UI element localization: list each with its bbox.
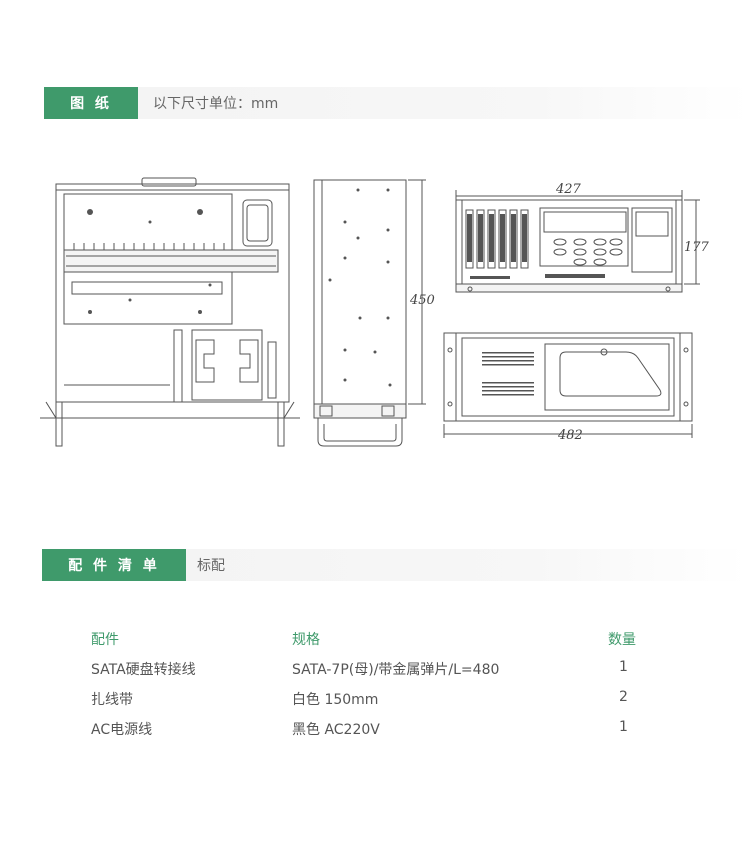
- row-part: 扎线带: [91, 692, 133, 708]
- top-view-drawing: [40, 177, 300, 447]
- rear-view-drawing: 482: [443, 332, 693, 443]
- drawing-section-note: 以下尺寸单位：mm: [153, 96, 279, 112]
- row-qty: 1: [619, 719, 628, 735]
- row-spec: 白色 150mm: [292, 692, 379, 708]
- drawing-section-title: 图 纸: [44, 87, 138, 119]
- width-outer-dimension-label: 482: [557, 428, 583, 443]
- parts-section-header: 配 件 清 单 标配: [42, 549, 748, 581]
- header-part: 配件: [91, 632, 119, 648]
- drawing-section-header: 图 纸 以下尺寸单位：mm: [44, 87, 750, 119]
- row-qty: 2: [619, 689, 628, 705]
- row-qty: 1: [619, 659, 628, 675]
- row-spec: 黑色 AC220V: [292, 722, 380, 738]
- side-view-drawing: 450: [313, 179, 435, 447]
- depth-dimension-label: 450: [409, 293, 435, 308]
- width-inner-dimension-label: 427: [555, 182, 582, 197]
- height-dimension-label: 177: [684, 240, 710, 255]
- parts-section-note: 标配: [197, 558, 225, 574]
- parts-section-title: 配 件 清 单: [42, 549, 186, 581]
- front-view-drawing: 427: [455, 182, 710, 293]
- header-spec: 规格: [292, 632, 320, 648]
- row-part: SATA硬盘转接线: [91, 662, 196, 678]
- row-spec: SATA-7P(母)/带金属弹片/L=480: [292, 662, 500, 678]
- row-part: AC电源线: [91, 722, 153, 738]
- header-qty: 数量: [608, 632, 636, 648]
